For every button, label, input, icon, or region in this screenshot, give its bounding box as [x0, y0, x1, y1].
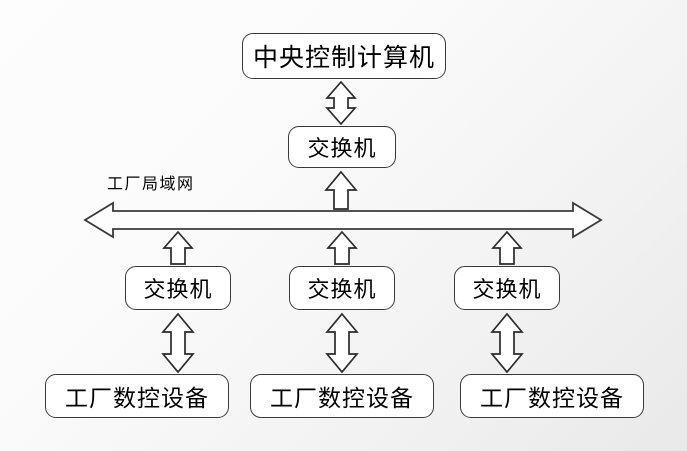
- arrow-switch-2-to-device-2: [325, 312, 359, 374]
- arrow-switch-1-to-device-1: [161, 312, 195, 374]
- node-cnc-device-1[interactable]: 工厂数控设备: [45, 374, 229, 418]
- node-cnc-device-2[interactable]: 工厂数控设备: [250, 374, 434, 418]
- factory-lan-label: 工厂局域网: [107, 176, 195, 193]
- arrow-top-switch-to-bus: [324, 170, 358, 210]
- node-switch-1[interactable]: 交换机: [125, 266, 231, 310]
- node-switch-3[interactable]: 交换机: [454, 266, 560, 310]
- node-top-switch[interactable]: 交换机: [288, 126, 396, 168]
- factory-lan-bus-arrow: [83, 201, 603, 239]
- node-switch-2[interactable]: 交换机: [289, 266, 395, 310]
- arrow-bus-to-switch-3: [491, 230, 523, 265]
- arrow-bus-to-switch-2: [326, 230, 358, 265]
- node-central-control-computer[interactable]: 中央控制计算机: [242, 33, 446, 79]
- arrow-switch-3-to-device-3: [490, 312, 524, 374]
- node-cnc-device-3[interactable]: 工厂数控设备: [460, 374, 644, 418]
- arrow-central-to-top-switch: [325, 80, 357, 126]
- arrow-bus-to-switch-1: [162, 230, 194, 265]
